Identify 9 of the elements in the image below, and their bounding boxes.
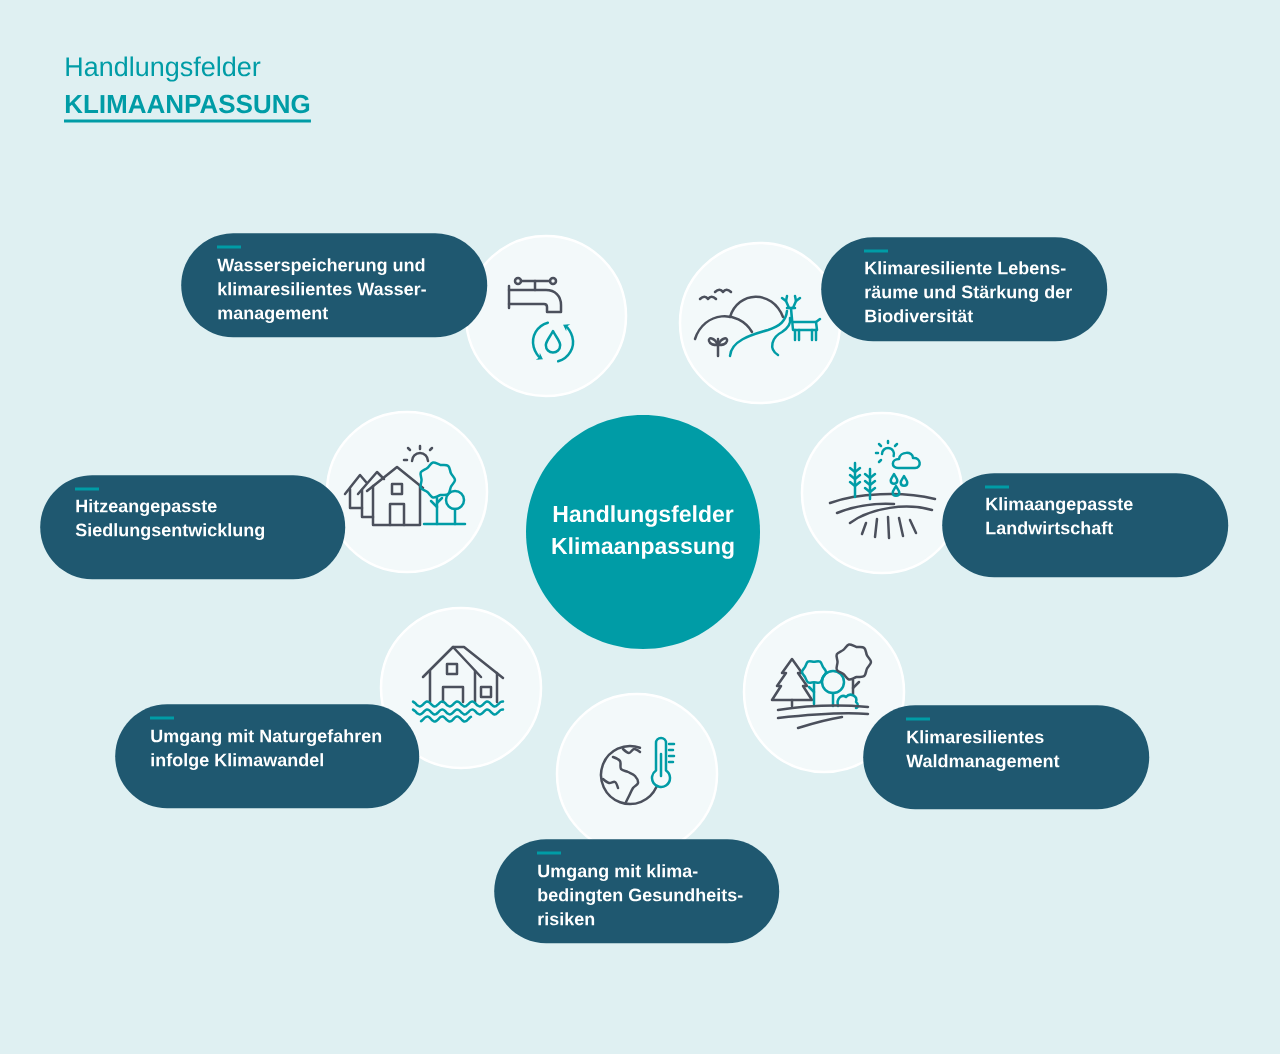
pill-label: Umgang mit klima- bedingten Gesundheits- risiken — [494, 839, 780, 944]
pill-label: Umgang mit Naturgefahren infolge Klimawandel — [115, 704, 420, 809]
pill-label: Klimaangepasste Landwirtschaft — [942, 473, 1229, 578]
pill-label: Hitzeangepasste Siedlungsentwicklung — [40, 475, 346, 580]
pill-label: Wasserspeicherung und klimaresilientes Wasser- management — [181, 233, 488, 338]
pill-label: Klimaresiliente Lebens- räume und Stärkung der Biodiversität — [821, 237, 1108, 342]
heading: Handlungsfelder — [66, 56, 261, 82]
pill-label: Klimaresilientes Waldmanagement — [863, 705, 1150, 810]
subheading: KLIMAANPASSUNG — [64, 94, 311, 123]
